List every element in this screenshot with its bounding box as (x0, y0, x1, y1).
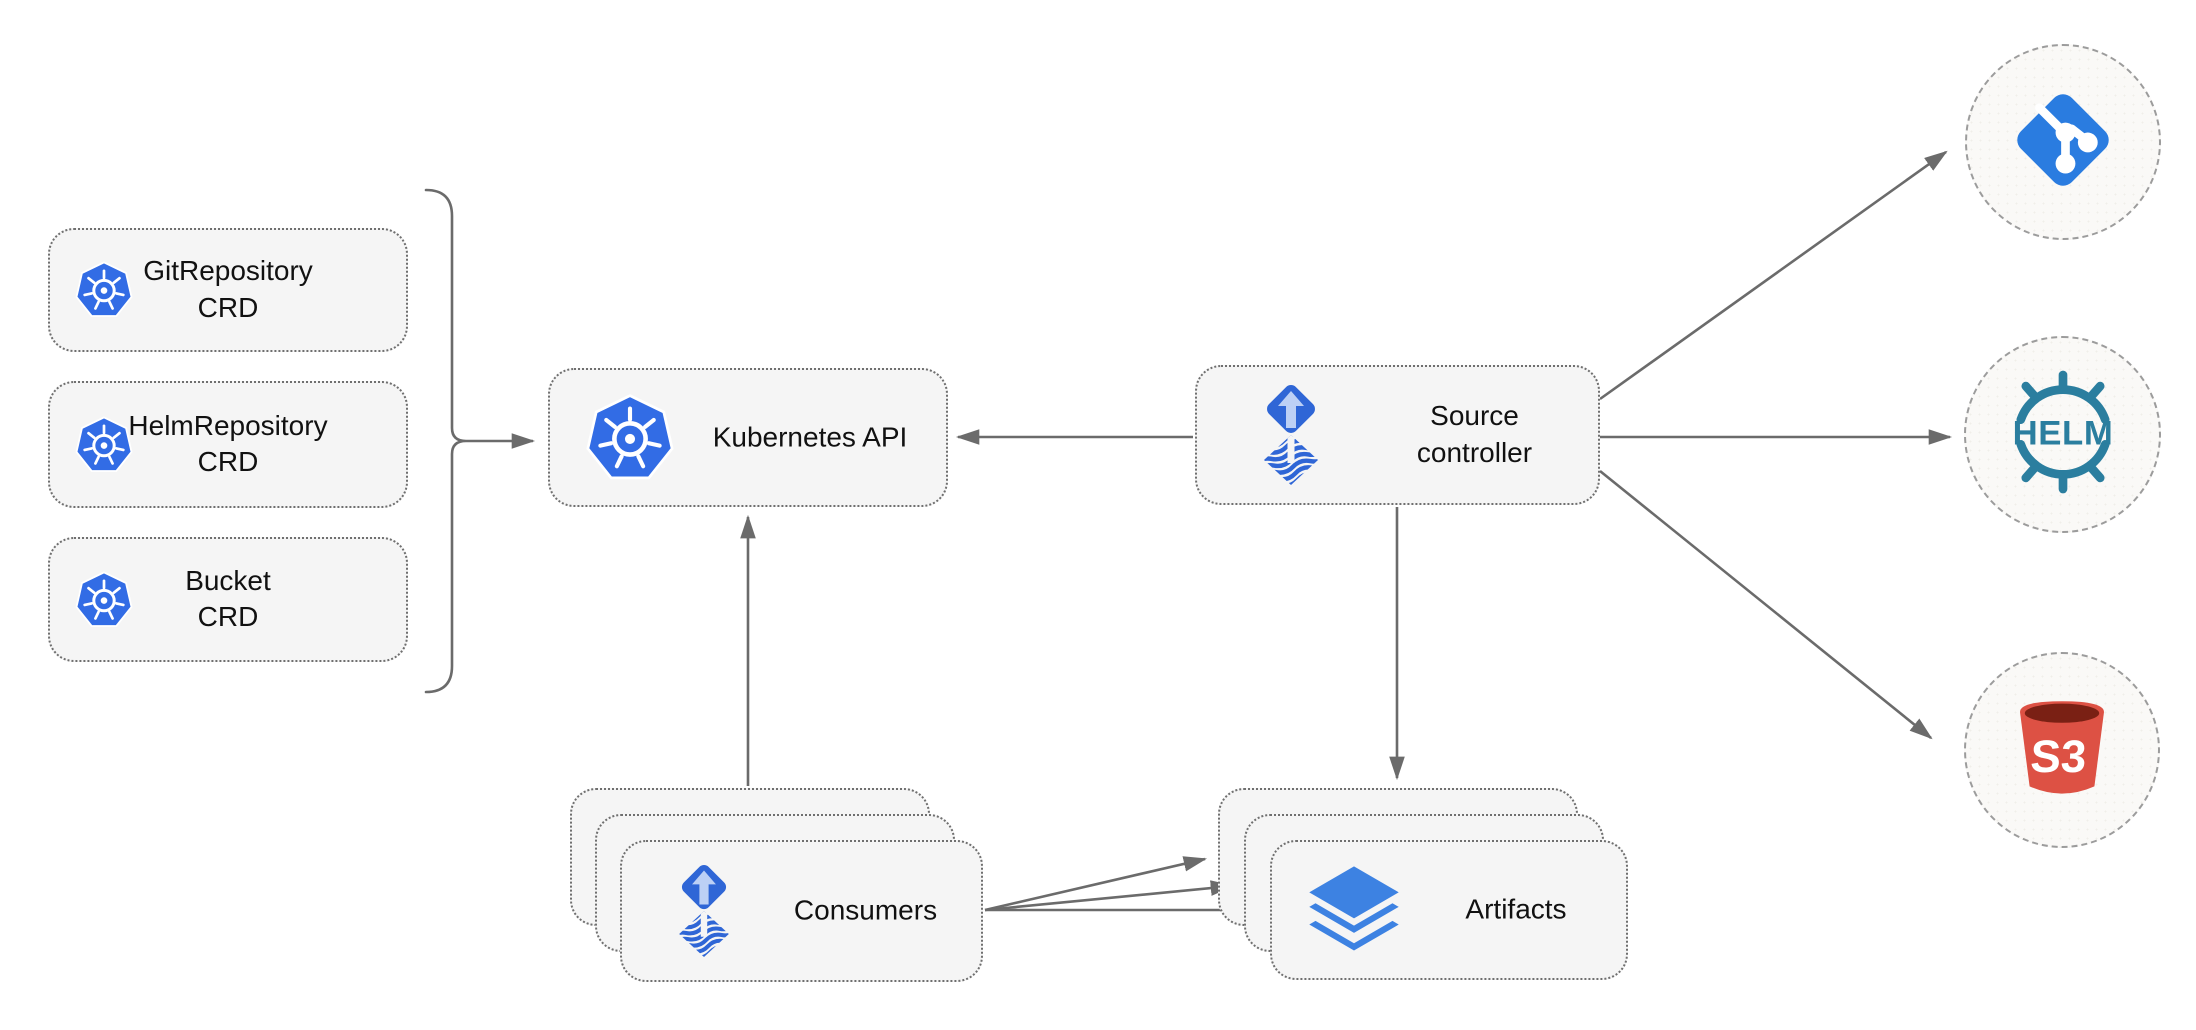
arrow-source-to-s3 (1599, 469, 1933, 740)
flux-icon (1241, 381, 1341, 489)
crd-bracket (424, 188, 467, 694)
helm-icon: HELM (2001, 370, 2125, 499)
git-icon (2001, 78, 2125, 207)
bucket-crd-node: Bucket CRD (48, 537, 408, 662)
kubernetes-icon (74, 260, 134, 320)
kubernetes-api-label: Kubernetes API (712, 421, 908, 453)
helmrepository-crd-node: HelmRepository CRD (48, 381, 408, 508)
arrow-consumers-to-artifacts-1 (984, 856, 1208, 912)
artifacts-node: Artifacts (1270, 840, 1628, 980)
kubernetes-api-node: Kubernetes API (548, 368, 948, 507)
consumers-node: Consumers (620, 840, 983, 982)
kubernetes-icon (584, 392, 676, 484)
layers-icon (1302, 858, 1406, 962)
bucket-crd-label: Bucket CRD (185, 564, 271, 633)
git-source-circle (1965, 44, 2161, 240)
gitrepository-crd-label: GitRepository CRD (143, 255, 313, 323)
helmrepository-crd-label: HelmRepository CRD (128, 409, 328, 478)
arrow-source-to-git (1599, 150, 1948, 401)
s3-bucket-icon: S3 (2002, 688, 2122, 813)
arrow-consumers-to-artifacts-2 (984, 880, 1235, 912)
source-controller-node: Source controller (1195, 365, 1600, 505)
kubernetes-icon (74, 570, 134, 630)
kubernetes-icon (74, 415, 134, 475)
consumers-label: Consumers (793, 894, 938, 926)
source-controller-label: Source controller (1416, 400, 1533, 468)
helm-source-circle: HELM (1964, 336, 2161, 533)
artifacts-label: Artifacts (1465, 893, 1567, 925)
s3-source-circle: S3 (1964, 652, 2160, 848)
flux-icon (658, 861, 750, 961)
gitrepository-crd-node: GitRepository CRD (48, 228, 408, 352)
helm-logo-text: HELM (2012, 414, 2113, 452)
s3-logo-text: S3 (2029, 731, 2087, 782)
